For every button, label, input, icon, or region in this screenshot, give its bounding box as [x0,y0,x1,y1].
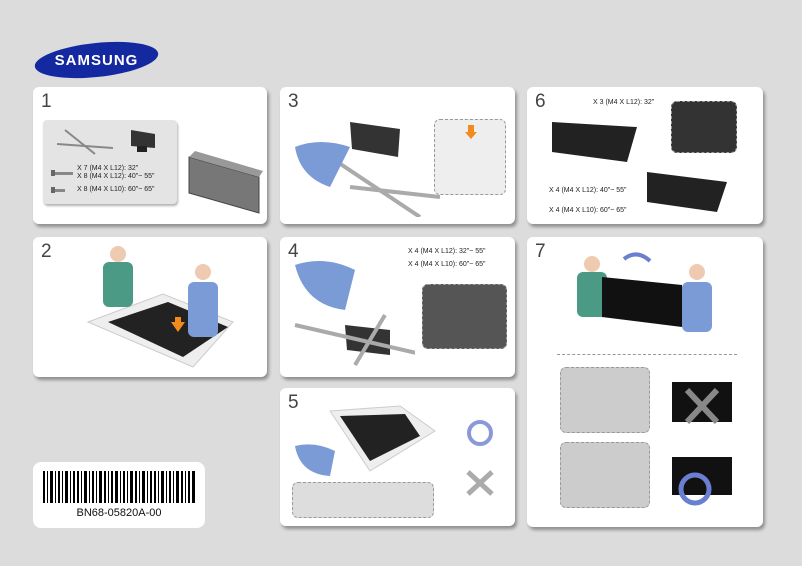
screw-note: X 3 (M4 X L12): 32" [593,99,655,106]
samsung-logo: SAMSUNG [34,41,159,79]
stand-base-icon [56,129,114,155]
step-number: 6 [535,91,546,112]
detail-inset [671,101,737,153]
screw-note: X 4 (M4 X L10): 60"~ 65" [549,207,627,214]
screw-note: X 4 (M4 X L12): 32"~ 55" [408,248,486,255]
divider [557,354,737,355]
step-1-panel: 1 X 7 (M4 X L12): 32" X 8 (M4 X L12): 40… [33,87,267,224]
correct-mark-icon [672,457,732,506]
step-number: 7 [535,241,546,262]
screw-neck-illustration [294,261,415,367]
detail-inset [422,284,507,349]
step-4-panel: 4 X 4 (M4 X L12): 32"~ 55" X 4 (M4 X L10… [280,237,515,377]
screw-note: X 4 (M4 X L12): 40"~ 55" [549,187,627,194]
attach-neck-illustration [295,122,440,217]
fasten-tv-illustration-large [647,172,727,212]
barcode-number: BN68-05820A-00 [76,507,162,519]
two-people-lay-tv-illustration [86,246,234,368]
step-number: 2 [41,241,52,262]
barcode-icon [43,471,195,503]
screw-note: X 4 (M4 X L10): 60"~ 65" [408,261,486,268]
sequence-inset [292,482,434,518]
step-number: 1 [41,91,52,112]
tv-box-icon [188,151,263,214]
correct-mark-icon [467,420,493,446]
screw-note: X 7 (M4 X L12): 32" [77,165,139,172]
step-3-panel: 3 [280,87,515,224]
step-5-panel: 5 [280,388,515,526]
parts-callout: X 7 (M4 X L12): 32" X 8 (M4 X L12): 40"~… [43,120,177,204]
step-2-panel: 2 [33,237,267,377]
detail-inset-correct [560,442,650,508]
fasten-tv-illustration-small [552,122,637,162]
step-number: 3 [288,91,299,112]
screw-icon [51,187,65,193]
incorrect-mark-icon [466,470,494,496]
stand-tv-up-illustration [577,252,712,332]
stand-neck-icon [131,130,155,152]
screw-note: X 8 (M4 X L12): 40"~ 55" [77,173,155,180]
step-7-panel: 7 [527,237,763,527]
step-number: 4 [288,241,299,262]
barcode-label: BN68-05820A-00 [33,462,205,528]
incorrect-mark-icon [672,382,732,425]
screw-note: X 8 (M4 X L10): 60"~ 65" [77,186,155,193]
insert-stand-illustration [295,405,436,476]
step-number: 5 [288,392,299,413]
svg-text:SAMSUNG: SAMSUNG [55,52,139,69]
detail-inset-incorrect [560,367,650,433]
screw-icon [51,170,73,176]
down-arrow-icon [465,125,477,139]
step-6-panel: 6 X 3 (M4 X L12): 32" X 4 (M4 X L12): 40… [527,87,763,224]
